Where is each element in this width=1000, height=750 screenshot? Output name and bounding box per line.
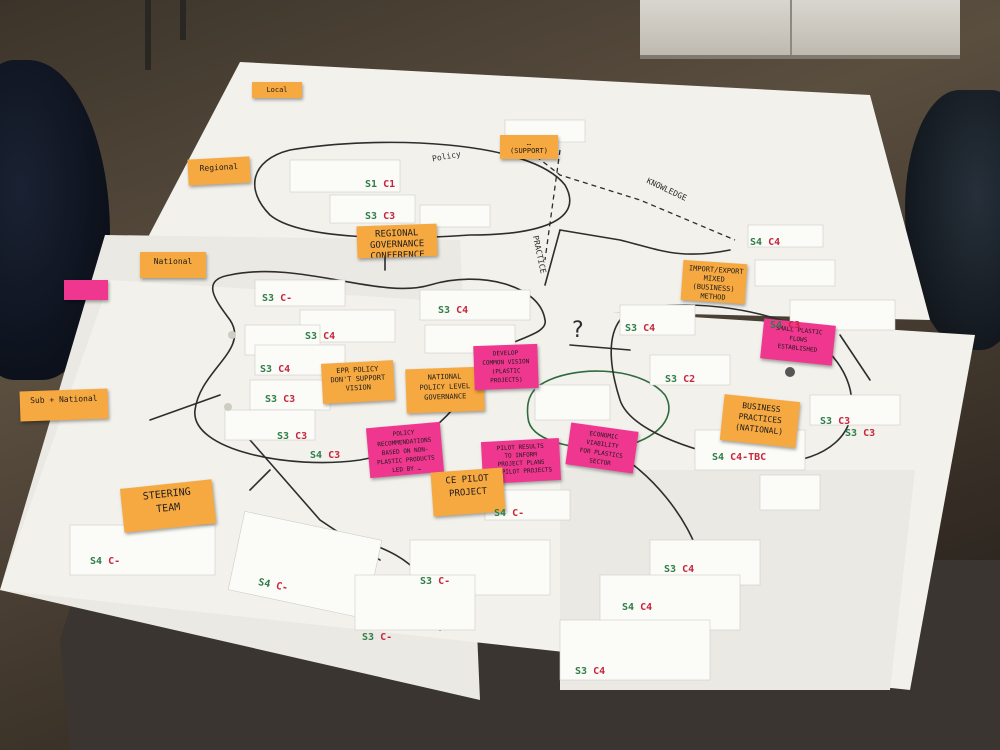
card [354, 574, 476, 631]
tag-sub-national: Sub + National [19, 388, 109, 422]
card [249, 379, 331, 411]
chair-leg [180, 0, 186, 40]
note-business-practices: BUSINESS PRACTICES (NATIONAL) [719, 394, 801, 448]
card [559, 619, 711, 681]
card-code: S4 C3 [770, 320, 801, 331]
card [809, 394, 901, 426]
card [69, 524, 216, 576]
note-epr-policy: EPR POLICY DON'T SUPPORT VISION [321, 360, 395, 404]
card-code: S4 C4 [750, 237, 781, 248]
dashed-arrow [544, 149, 561, 261]
tag-regional: Regional [187, 156, 251, 186]
card-code: S4 C- [494, 508, 525, 519]
card-code: S3 C4 [305, 331, 336, 342]
card [747, 224, 824, 248]
card-code: S1 C1 [365, 179, 396, 190]
card-code: S3 C4 [575, 666, 606, 677]
regional-boundary [254, 141, 571, 239]
card-code: S3 C3 [277, 431, 308, 442]
cabinet-seam [790, 0, 792, 55]
card-code: S3 C4 [625, 323, 656, 334]
card [224, 409, 316, 441]
card-code: S4 C3 [310, 450, 341, 461]
card [534, 384, 611, 421]
card [649, 354, 731, 386]
card-code: S3 C3 [365, 211, 396, 222]
card [329, 194, 416, 224]
card [254, 279, 346, 307]
note-develop-common: DEVELOP COMMON VISION (PLASTIC PROJECTS) [473, 343, 539, 391]
arrow [149, 394, 221, 421]
card-code: S3 C- [420, 576, 451, 587]
printed-cards [69, 119, 901, 681]
note-regional-governance: REGIONAL GOVERNANCE CONFERENCE [356, 223, 438, 259]
card-code: S3 C4 [438, 305, 469, 316]
question-mark: ? [572, 318, 584, 343]
business-boundary [610, 304, 853, 464]
card-code: S4 C4 [622, 602, 653, 613]
arrow [569, 344, 631, 351]
chair-leg [145, 0, 151, 70]
background-cabinet [640, 0, 960, 59]
card [754, 259, 836, 287]
card [619, 304, 696, 336]
card-code: S3 C3 [845, 428, 876, 439]
note-import-export: IMPORT/EXPORT MIXED (BUSINESS) METHOD ME… [680, 259, 748, 305]
note-national-governance: NATIONAL POLICY LEVEL GOVERNANCE [405, 366, 485, 414]
card-code: S3 C3 [820, 416, 851, 427]
paper-hole [224, 403, 232, 411]
card [419, 289, 531, 321]
note-top-center: … (SUPPORT) [500, 135, 558, 159]
card-code: S3 C- [262, 293, 293, 304]
note-policy-recommendations: POLICY RECOMMENDATIONS BASED ON NON- PLA… [365, 421, 445, 479]
card-code: S3 C3 [265, 394, 296, 405]
national-boundary [194, 270, 546, 464]
tag-local: Local [252, 82, 302, 98]
card [759, 474, 821, 511]
arrow [544, 229, 561, 286]
card-code: S3 C- [362, 632, 393, 643]
arrow [559, 229, 731, 255]
paper-hole [228, 331, 236, 339]
paper-hole [785, 367, 795, 377]
pink-marker [64, 280, 108, 300]
card-code: S3 C4 [664, 564, 695, 575]
card-code: S4 C4-TBC [712, 452, 767, 463]
card [419, 204, 491, 228]
card-code: S3 C2 [665, 374, 696, 385]
card-code: S3 C4 [260, 364, 291, 375]
card-code: S4 C- [90, 556, 121, 567]
arrow [839, 334, 871, 381]
arrow [249, 469, 271, 491]
tag-national: National [140, 252, 206, 278]
card [289, 159, 401, 193]
